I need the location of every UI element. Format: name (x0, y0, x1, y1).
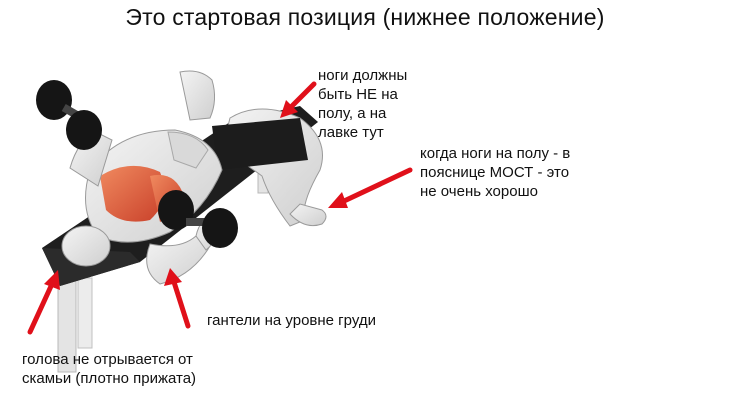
note-legs-on-bench: ноги должны быть НЕ на полу, а на лавке … (318, 67, 408, 141)
head (61, 225, 111, 267)
dumbbell-right (158, 190, 238, 248)
note-head-on-bench: голова не отрывается от скамьи (плотно п… (22, 351, 197, 387)
legs (179, 70, 327, 227)
arrow-back (328, 167, 413, 208)
dumbbell-left (36, 80, 102, 150)
arrow-dumbbells (164, 268, 191, 329)
note-dumbbells-chest-level: гантели на уровне груди (207, 312, 376, 329)
arrow-head (27, 270, 60, 335)
arrow-legs-bench (280, 81, 317, 118)
note-back-bridge: когда ноги на полу - в пояснице МОСТ - э… (420, 145, 571, 200)
page-title: Это стартовая позиция (нижнее положение) (125, 4, 605, 30)
